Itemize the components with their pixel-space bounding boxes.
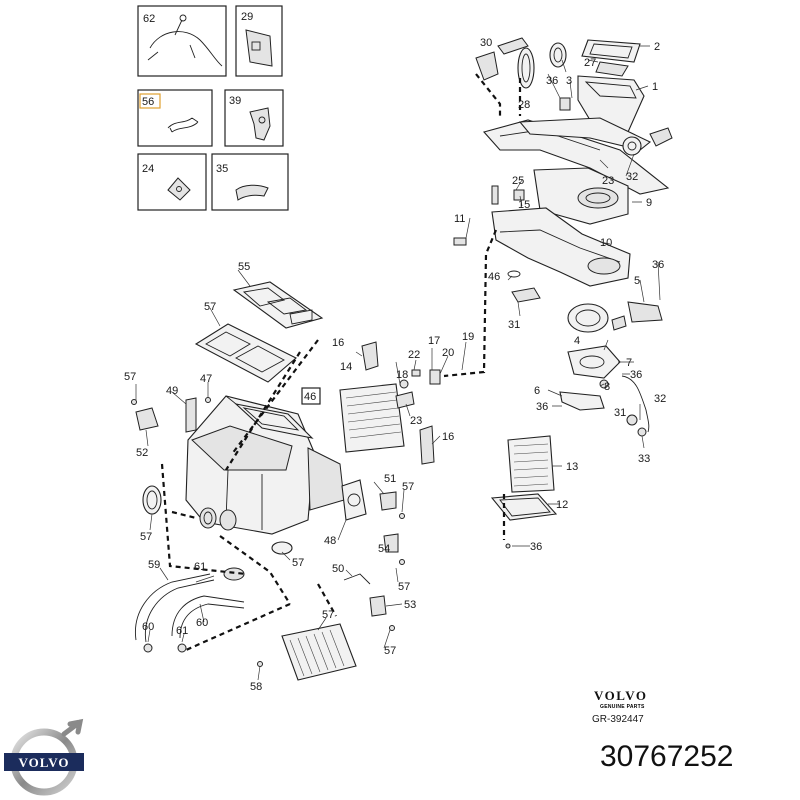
callout-label: 8 bbox=[604, 381, 610, 393]
part-number: 30767252 bbox=[600, 740, 734, 773]
upper-right-assembly bbox=[453, 37, 673, 521]
callout-label: 59 bbox=[148, 559, 160, 571]
inset-39: 39 bbox=[224, 89, 284, 147]
callout-label: 36 bbox=[630, 369, 642, 381]
callout-label: 12 bbox=[556, 499, 568, 511]
callout-label: 50 bbox=[332, 563, 344, 575]
assembly-lines bbox=[160, 73, 522, 652]
callout-label: 58 bbox=[250, 681, 262, 693]
callout-label: 5 bbox=[634, 275, 640, 287]
callout-label: 10 bbox=[600, 237, 612, 249]
callout-label: 32 bbox=[626, 171, 638, 183]
callout-label: 19 bbox=[462, 331, 474, 343]
callout-label: 6 bbox=[534, 385, 540, 397]
callout-label: 16 bbox=[442, 431, 454, 443]
callout-label: 61 bbox=[194, 561, 206, 573]
callout-label: 4 bbox=[574, 335, 580, 347]
callout-label: 51 bbox=[384, 473, 396, 485]
inset-label: 39 bbox=[229, 95, 241, 107]
callout-label: 57 bbox=[124, 371, 136, 383]
callout-label: 33 bbox=[638, 453, 650, 465]
inset-56: 56 bbox=[137, 89, 213, 147]
callout-label: 46 bbox=[304, 391, 316, 403]
callout-label: 57 bbox=[140, 531, 152, 543]
logo-text: VOLVO bbox=[19, 755, 70, 770]
callout-label: 25 bbox=[512, 175, 524, 187]
inset-label: 62 bbox=[143, 13, 155, 25]
callout-label: 49 bbox=[166, 385, 178, 397]
callout-label: 61 bbox=[176, 625, 188, 637]
inset-24: 24 bbox=[137, 153, 207, 211]
callout-label: 54 bbox=[378, 543, 390, 555]
callout-label: 36 bbox=[536, 401, 548, 413]
callout-label: 28 bbox=[518, 99, 530, 111]
volvo-logo-icon: VOLVO bbox=[4, 718, 84, 796]
callout-label: 57 bbox=[398, 581, 410, 593]
callout-label: 31 bbox=[508, 319, 520, 331]
callout-label: 36 bbox=[530, 541, 542, 553]
callout-label: 31 bbox=[614, 407, 626, 419]
callout-label: 36 bbox=[546, 75, 558, 87]
callout-label: 46 bbox=[488, 271, 500, 283]
callout-label: 57 bbox=[384, 645, 396, 657]
callout-label: 1 bbox=[652, 81, 658, 93]
inset-label: 29 bbox=[241, 11, 253, 23]
inset-label: 35 bbox=[216, 163, 228, 175]
callout-label: 18 bbox=[396, 369, 408, 381]
callout-label: 57 bbox=[402, 481, 414, 493]
leader-lines bbox=[135, 45, 661, 681]
callout-label: 36 bbox=[652, 259, 664, 271]
callout-label: 23 bbox=[602, 175, 614, 187]
callout-label: 60 bbox=[142, 621, 154, 633]
callout-label: 47 bbox=[200, 373, 212, 385]
inset-29: 29 bbox=[235, 5, 283, 77]
callout-label: 13 bbox=[566, 461, 578, 473]
inset-label: 56 bbox=[142, 96, 154, 108]
callout-label: 15 bbox=[518, 199, 530, 211]
callout-label: 3 bbox=[566, 75, 572, 87]
callout-label: 57 bbox=[204, 301, 216, 313]
heater-box-assembly bbox=[131, 281, 511, 681]
callout-label: 57 bbox=[322, 609, 334, 621]
callout-label: 2 bbox=[654, 41, 660, 53]
callout-label: 17 bbox=[428, 335, 440, 347]
inset-62: 62 bbox=[137, 5, 227, 77]
callout-label: 27 bbox=[584, 57, 596, 69]
callout-label: 22 bbox=[408, 349, 420, 361]
callout-label: 14 bbox=[340, 361, 352, 373]
callouts: 2 1 3 27 36 30 28 23 32 9 25 15 11 10 46… bbox=[124, 37, 666, 693]
brand-wordmark: VOLVO bbox=[594, 688, 647, 703]
brand-subline: GENUINE PARTS bbox=[600, 704, 645, 710]
inset-label: 24 bbox=[142, 163, 154, 175]
callout-label: 57 bbox=[292, 557, 304, 569]
callout-label: 9 bbox=[646, 197, 652, 209]
callout-label: 11 bbox=[454, 213, 465, 225]
callout-label: 30 bbox=[480, 37, 492, 49]
callout-label: 23 bbox=[410, 415, 422, 427]
diagram-ref: GR-392447 bbox=[592, 714, 644, 725]
callout-label: 16 bbox=[332, 337, 344, 349]
callout-label: 20 bbox=[442, 347, 454, 359]
callout-label: 52 bbox=[136, 447, 148, 459]
callout-label: 55 bbox=[238, 261, 250, 273]
callout-label: 7 bbox=[626, 357, 632, 369]
inset-35: 35 bbox=[211, 153, 289, 211]
brand-block: VOLVO GENUINE PARTS GR-392447 bbox=[592, 688, 647, 725]
callout-label: 48 bbox=[324, 535, 336, 547]
callout-label: 53 bbox=[404, 599, 416, 611]
callout-label: 60 bbox=[196, 617, 208, 629]
callout-label: 32 bbox=[654, 393, 666, 405]
